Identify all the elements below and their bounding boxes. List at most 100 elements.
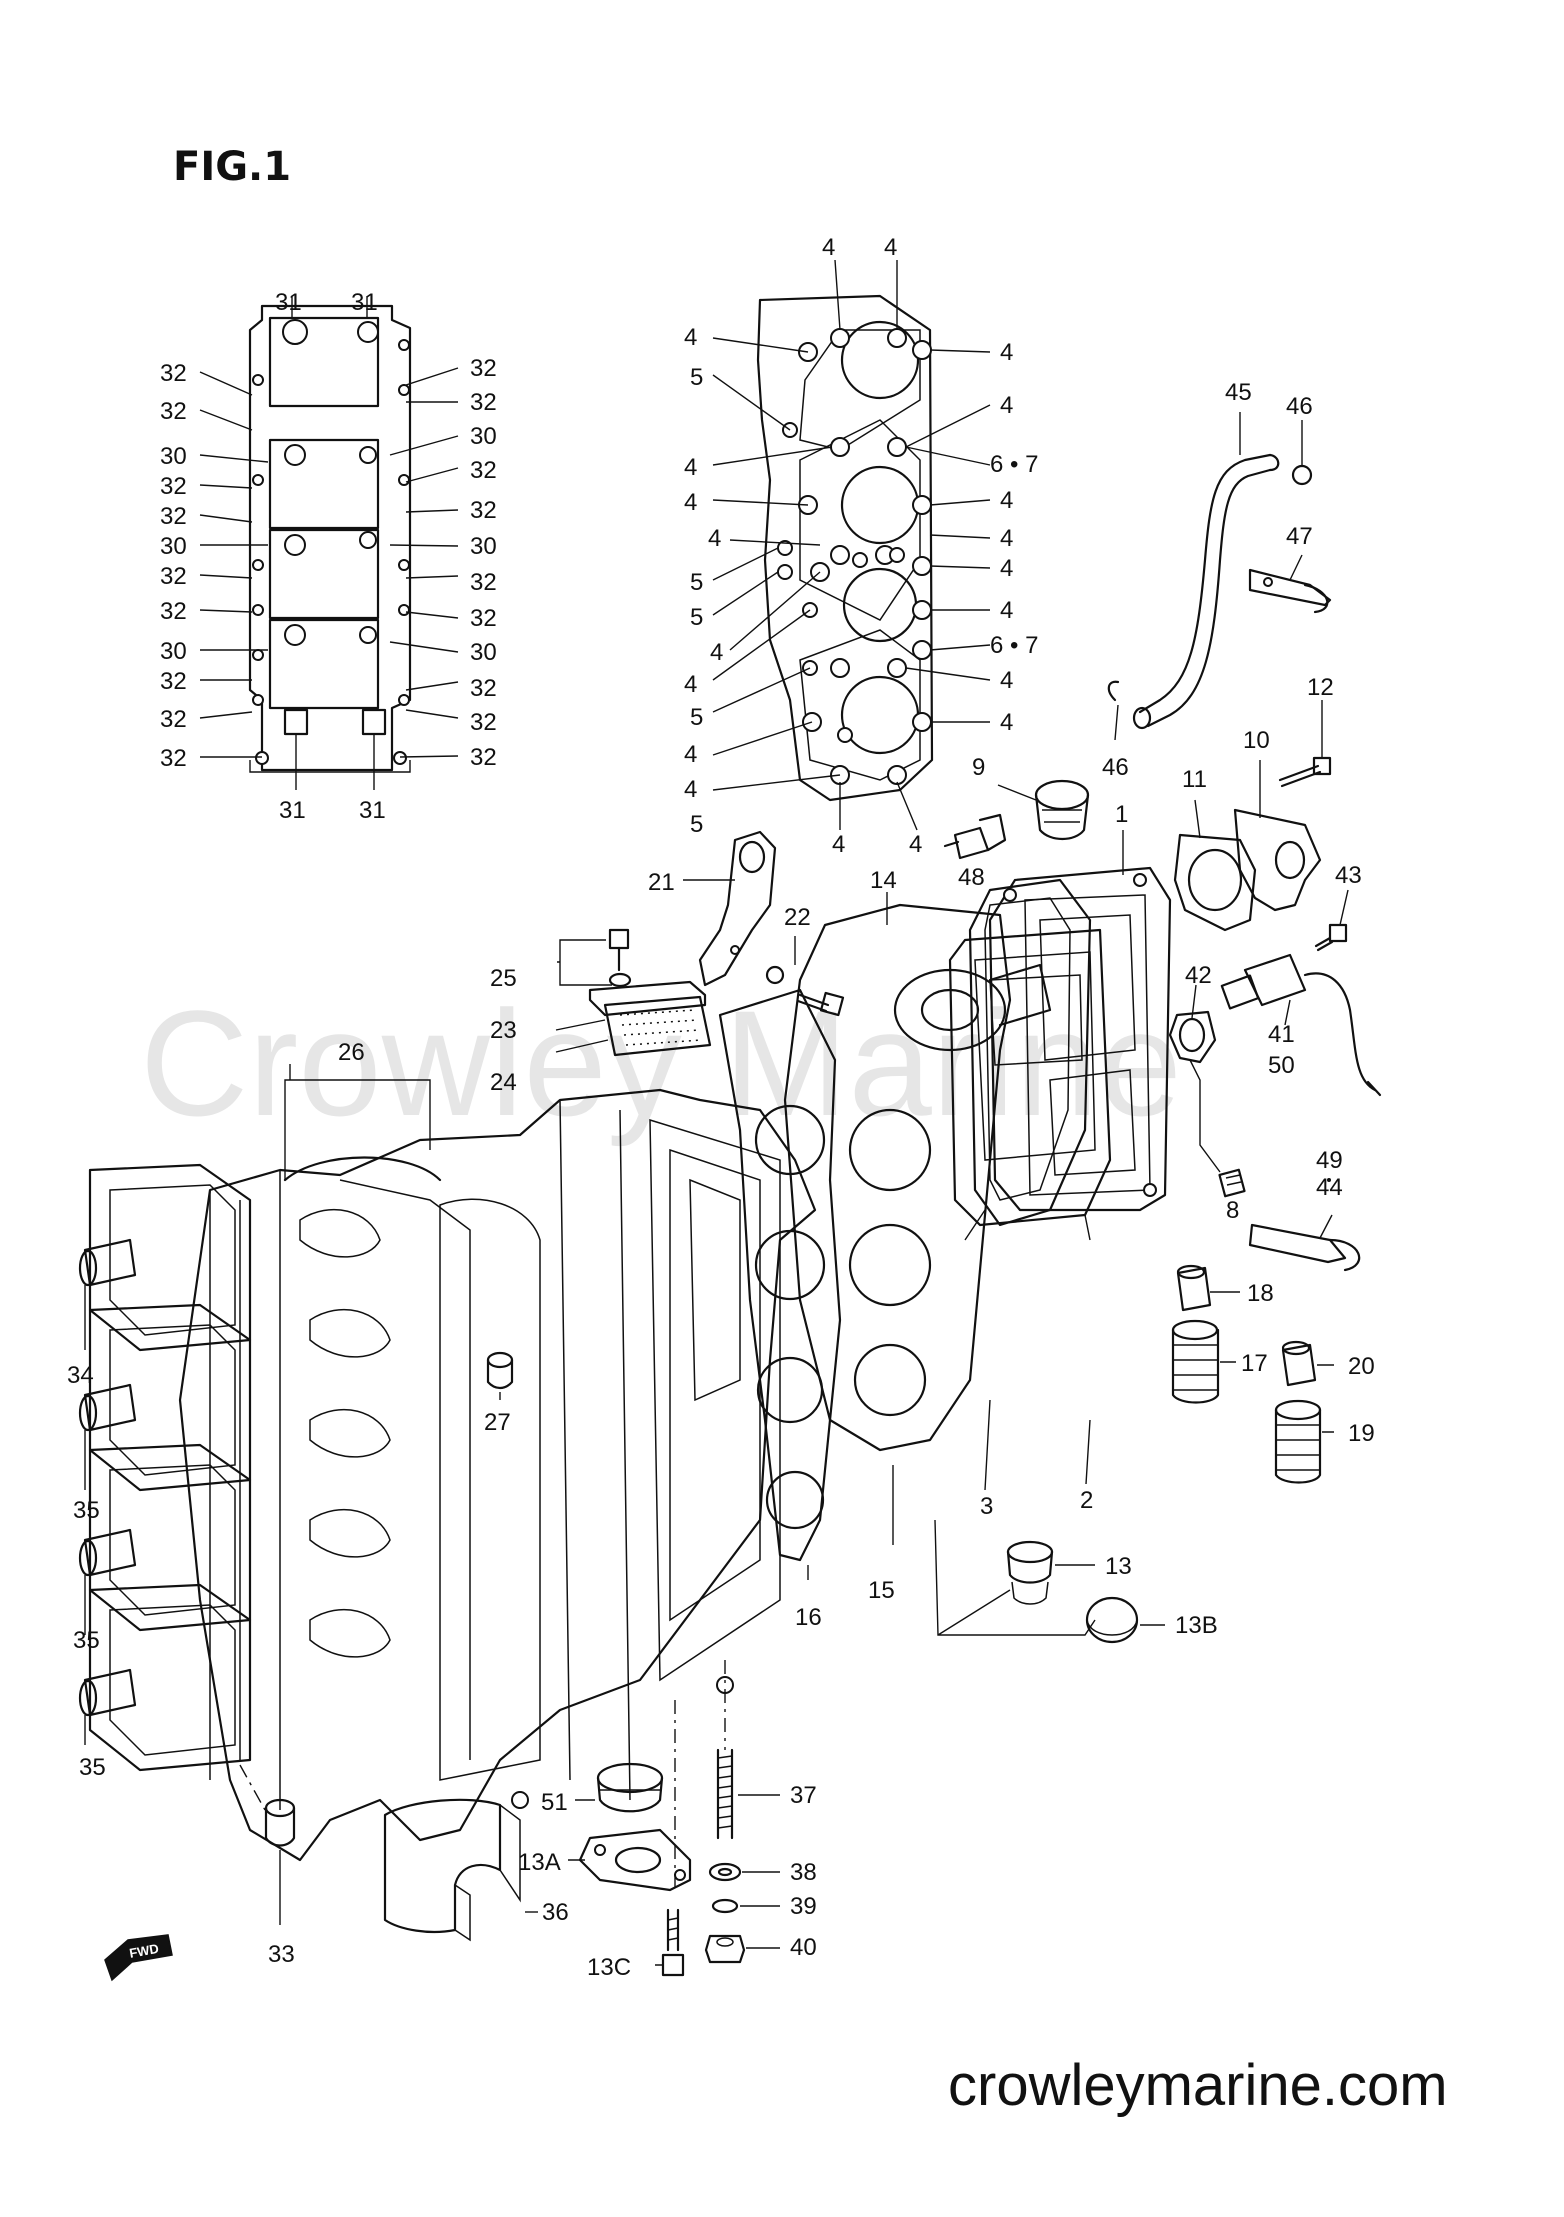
lifting-eye xyxy=(698,830,777,987)
callout-46: 46 xyxy=(1286,393,1313,420)
callout-32: 32 xyxy=(470,675,497,702)
callout-4: 4 xyxy=(684,671,697,698)
callout-32: 32 xyxy=(470,497,497,524)
callout-31-top-right: 31 xyxy=(351,289,378,316)
gasket-42 xyxy=(1168,1010,1217,1064)
callout-38: 38 xyxy=(790,1859,817,1886)
seal-36 xyxy=(383,1798,521,1942)
callout-4: 4 xyxy=(708,525,721,552)
callout-32: 32 xyxy=(470,605,497,632)
callout-5: 5 xyxy=(690,704,703,731)
callout-39: 39 xyxy=(790,1893,817,1920)
callout-21: 21 xyxy=(648,869,675,896)
callout-8: 8 xyxy=(1226,1197,1239,1224)
callout-30: 30 xyxy=(470,639,497,666)
callout-4: 4 xyxy=(1000,487,1013,514)
nut-40 xyxy=(704,1934,746,1964)
callout-32: 32 xyxy=(160,503,187,530)
callout-4: 4 xyxy=(822,234,835,261)
callout-4: 4 xyxy=(684,454,697,481)
dowel-27 xyxy=(486,1351,514,1390)
callout-4: 4 xyxy=(684,741,697,768)
callout-4: 4 xyxy=(1000,667,1013,694)
callout-13A: 13A xyxy=(518,1849,561,1876)
callout-32: 32 xyxy=(160,473,187,500)
callout-13B: 13B xyxy=(1175,1612,1218,1639)
callout-31-top-left: 31 xyxy=(275,289,302,316)
callout-4: 4 xyxy=(1000,525,1013,552)
callout-32: 32 xyxy=(470,355,497,382)
callout-50: 50 xyxy=(1268,1052,1295,1079)
callout-32: 32 xyxy=(160,398,187,425)
callout-1: 1 xyxy=(1115,801,1128,828)
bracket-44 xyxy=(1248,1223,1361,1272)
plug-8 xyxy=(1218,1168,1246,1198)
bolt-43 xyxy=(1314,923,1348,952)
callout-4: 4 xyxy=(884,234,897,261)
thermostat xyxy=(1034,779,1090,841)
callout-34: 34 xyxy=(67,1362,94,1389)
callout-31-bottom-right: 31 xyxy=(359,797,386,824)
sensor-41 xyxy=(1220,953,1382,1097)
callout-20: 20 xyxy=(1348,1353,1375,1380)
callout-46: 46 xyxy=(1102,754,1129,781)
callout-31-bottom-left: 31 xyxy=(279,797,306,824)
grommet-19 xyxy=(1274,1399,1322,1484)
callout-12: 12 xyxy=(1307,674,1334,701)
reed-valve-stacks xyxy=(78,1163,252,1772)
thermostat-51 xyxy=(596,1762,664,1813)
callout-48: 48 xyxy=(958,864,985,891)
callout-23: 23 xyxy=(490,1017,517,1044)
fwd-label: FWD xyxy=(128,1941,160,1961)
callout-32: 32 xyxy=(470,569,497,596)
callout-27: 27 xyxy=(484,1409,511,1436)
callout-36: 36 xyxy=(542,1899,569,1926)
plug-13B xyxy=(1085,1596,1139,1644)
grommet-20 xyxy=(1281,1340,1317,1387)
washer-38 xyxy=(708,1862,742,1882)
callout-30: 30 xyxy=(470,423,497,450)
exhaust-gasket xyxy=(968,878,1092,1227)
website-footer: crowleymarine.com xyxy=(948,2053,1448,2118)
callout-15: 15 xyxy=(868,1577,895,1604)
callout-4: 4 xyxy=(684,489,697,516)
grommet-17 xyxy=(1171,1319,1220,1404)
callout-25: 25 xyxy=(490,965,517,992)
cylinder-head-cover-gasket xyxy=(756,294,934,802)
head-gasket xyxy=(718,988,842,1562)
crankcase xyxy=(178,1088,817,1862)
callout-4: 4 xyxy=(710,639,723,666)
callout-4: 4 xyxy=(909,831,922,858)
callout-45: 45 xyxy=(1225,379,1252,406)
callout-5: 5 xyxy=(690,811,703,838)
callout-30: 30 xyxy=(160,638,187,665)
callout-4: 4 xyxy=(1000,597,1013,624)
callout-24: 24 xyxy=(490,1069,517,1096)
callout-2: 2 xyxy=(1080,1487,1093,1514)
callout-40: 40 xyxy=(790,1934,817,1961)
callout-16: 16 xyxy=(795,1604,822,1631)
callout-35: 35 xyxy=(79,1754,106,1781)
callout-32: 32 xyxy=(160,745,187,772)
callout-18: 18 xyxy=(1247,1280,1274,1307)
callout-49: 49 xyxy=(1316,1147,1343,1174)
callout-22: 22 xyxy=(784,904,811,931)
callout-32: 32 xyxy=(160,563,187,590)
bolt-22 xyxy=(765,965,845,1017)
callout-32: 32 xyxy=(470,389,497,416)
callout-10: 10 xyxy=(1243,727,1270,754)
callout-32: 32 xyxy=(160,360,187,387)
plug-13 xyxy=(1006,1540,1054,1605)
callout-32: 32 xyxy=(160,706,187,733)
cap-33 xyxy=(264,1798,296,1847)
callout-6-7: 6 • 7 xyxy=(990,632,1038,659)
callout-32: 32 xyxy=(160,668,187,695)
callout-9: 9 xyxy=(972,754,985,781)
reed-valve-gasket xyxy=(248,304,412,772)
callout-6-7: 6 • 7 xyxy=(990,451,1038,478)
callout-35: 35 xyxy=(73,1497,100,1524)
callout-33: 33 xyxy=(268,1941,295,1968)
callout-4: 4 xyxy=(1000,392,1013,419)
callout-11: 11 xyxy=(1182,766,1207,793)
